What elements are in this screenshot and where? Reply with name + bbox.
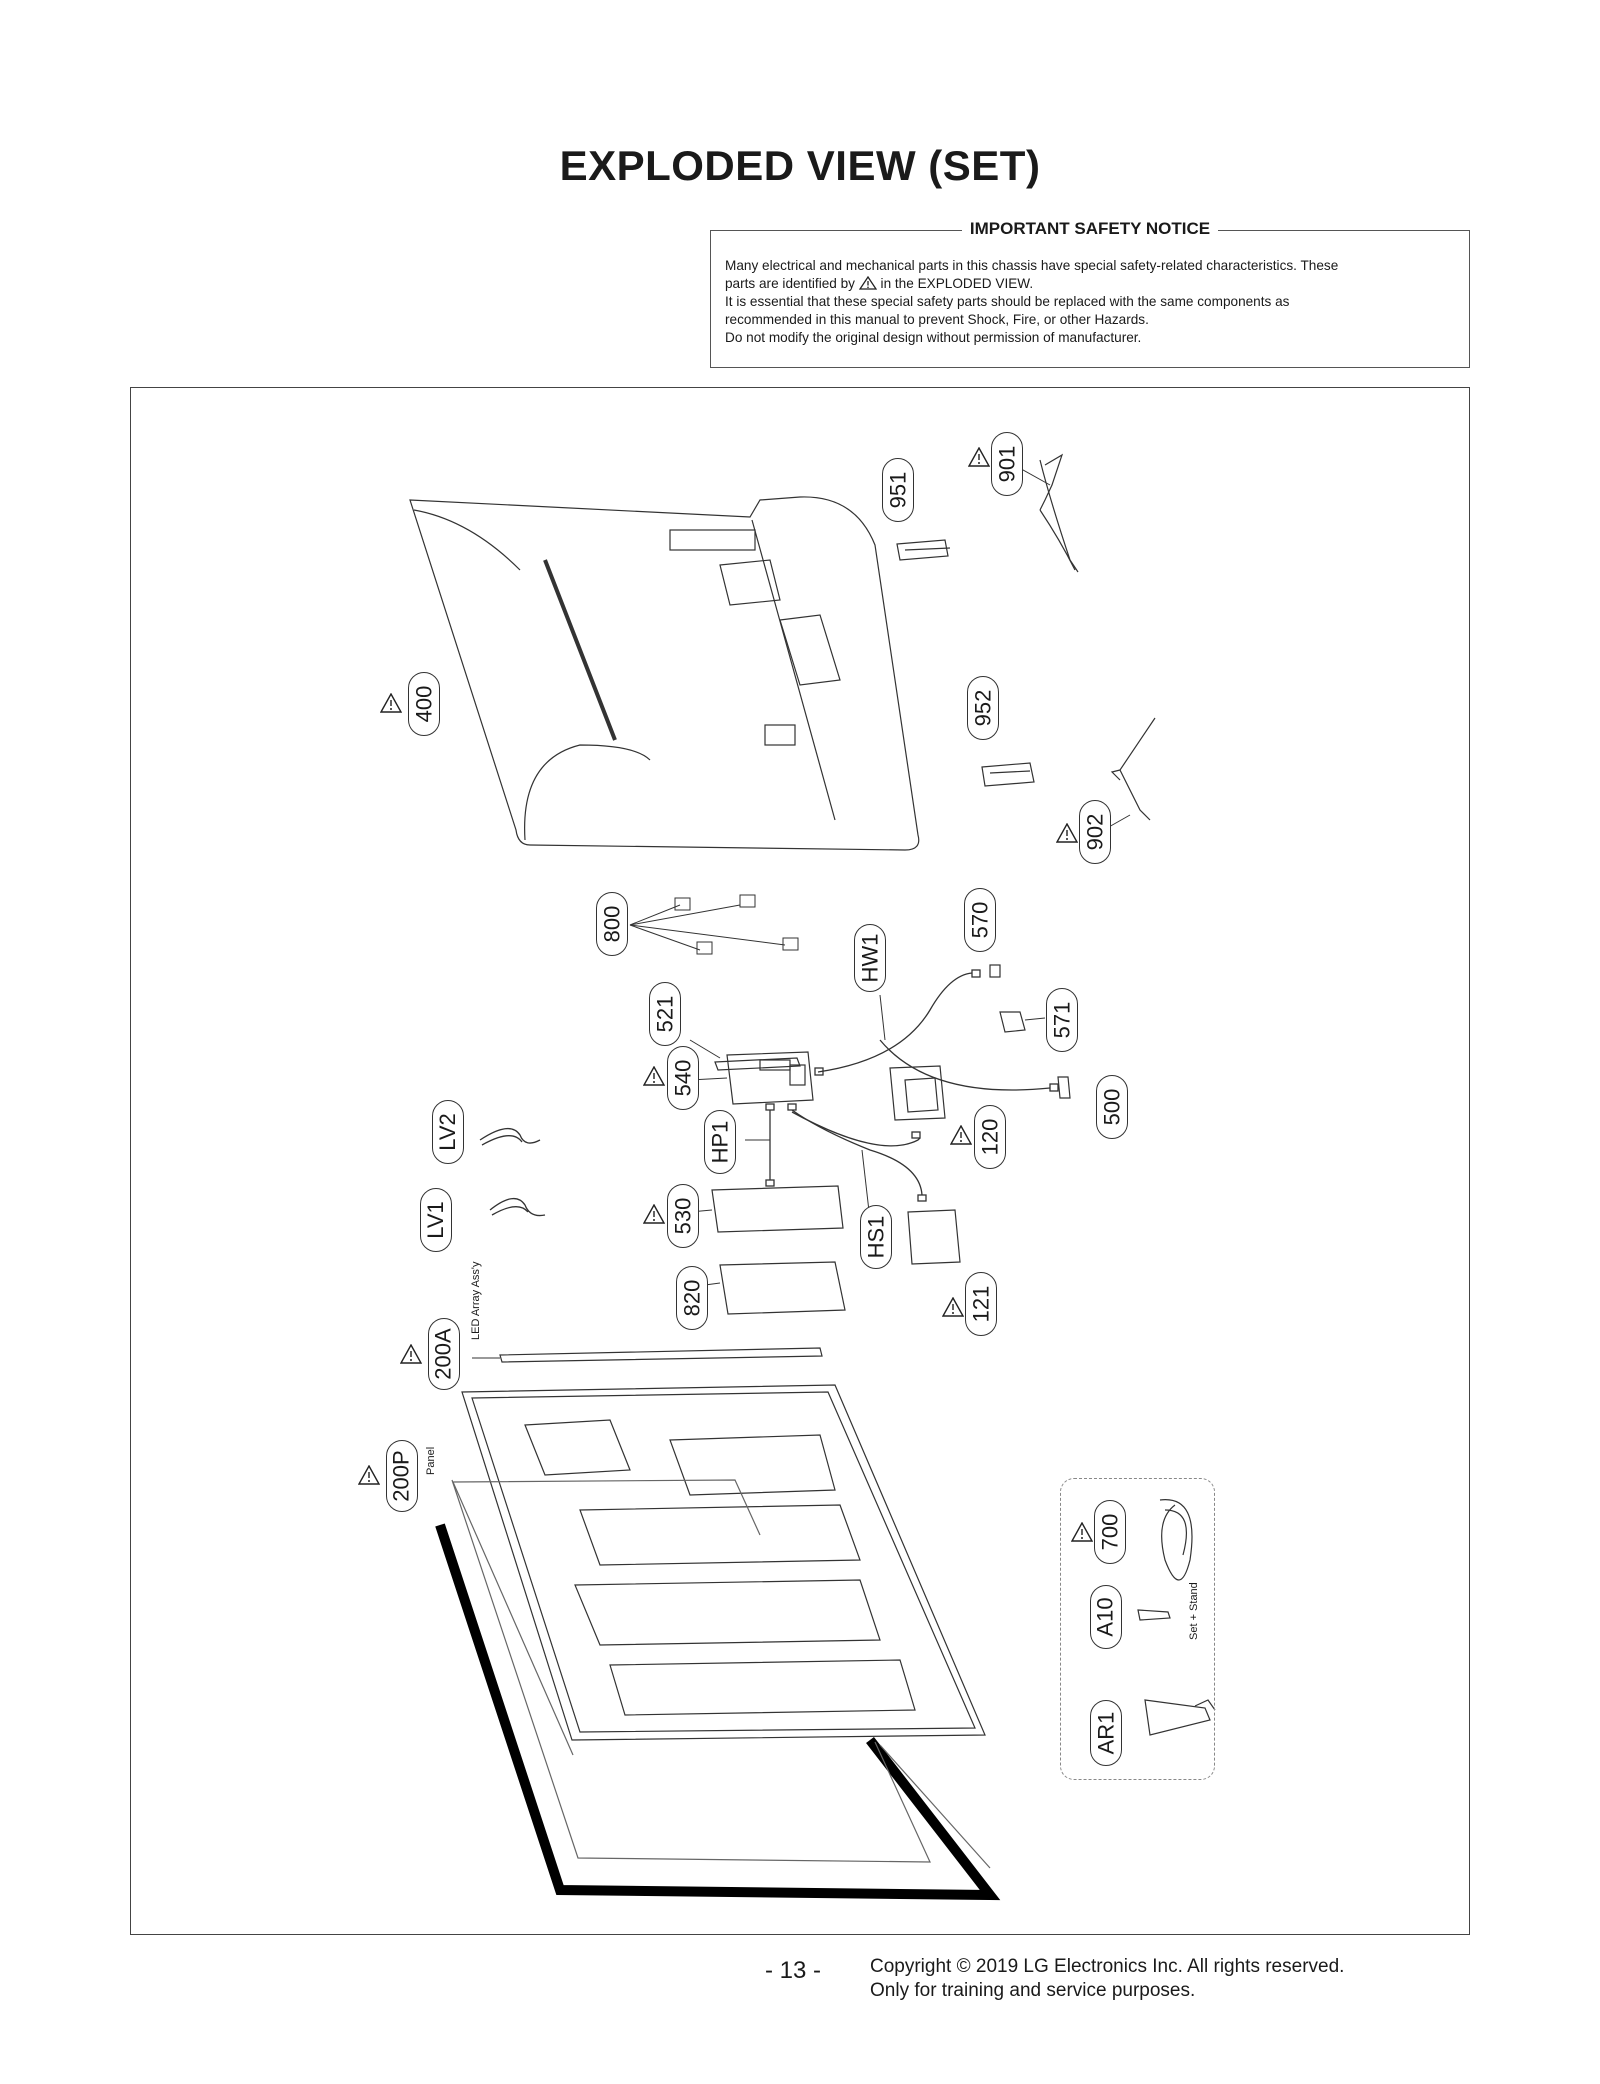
page-title: EXPLODED VIEW (SET) (559, 142, 1041, 189)
part-label-HS1: HS1 (860, 1205, 892, 1269)
set-stand-annotation: Set + Stand (1188, 1582, 1200, 1640)
part-label-820: 820 (676, 1266, 708, 1330)
speaker-120-drawing (889, 1065, 946, 1121)
part-label-AR1: AR1 (1090, 1700, 1122, 1766)
cables-HP1-HS1-drawing (745, 1103, 927, 1221)
cables-LV1-LV2-drawing (479, 1128, 546, 1217)
warning-triangle-icon (380, 693, 402, 713)
part-label-120: 120 (974, 1105, 1006, 1169)
notice-line-3: It is essential that these special safet… (725, 294, 1290, 309)
led-array-annotation: LED Array Ass'y (470, 1261, 482, 1340)
warning-triangle-icon (400, 1344, 422, 1364)
harness-HW1-drawing (814, 969, 1059, 1092)
warning-triangle-icon (358, 1465, 380, 1485)
part-label-121: 121 (965, 1272, 997, 1336)
speaker-121-drawing (907, 1209, 961, 1265)
warning-triangle-icon (1071, 1522, 1093, 1542)
part-571-drawing (999, 1011, 1046, 1033)
part-label-HP1: HP1 (704, 1110, 736, 1174)
warning-triangle-icon (643, 1204, 665, 1224)
part-label-521: 521 (649, 982, 681, 1046)
warning-triangle-icon (643, 1066, 665, 1086)
part-label-571: 571 (1046, 988, 1078, 1052)
part-label-901: 901 (991, 432, 1023, 496)
accessories-box (1060, 1478, 1215, 1780)
back-cover-drawing (409, 496, 920, 851)
part-label-HW1: HW1 (854, 924, 886, 992)
warning-triangle-icon (1056, 823, 1078, 843)
part-label-200A: 200A (428, 1318, 460, 1390)
part-570-drawing (989, 964, 1001, 978)
part-label-800: 800 (596, 892, 628, 956)
stand-901-drawing (1004, 453, 1079, 573)
warning-triangle-icon (968, 447, 990, 467)
panel-module-drawing (435, 1384, 1001, 1901)
copyright-notice: Copyright © 2019 LG Electronics Inc. All… (870, 1956, 1345, 2001)
page-number: - 13 - (765, 1957, 822, 1984)
accessories-drawing (1137, 1499, 1216, 1736)
notice-line-4: recommended in this manual to prevent Sh… (725, 312, 1149, 327)
stand-holder-952-drawing (981, 762, 1035, 787)
part-label-500: 500 (1096, 1075, 1128, 1139)
part-label-540: 540 (667, 1046, 699, 1110)
led-strip-200A-drawing (472, 1347, 823, 1363)
part-label-700: 700 (1094, 1500, 1126, 1564)
safety-notice-box: IMPORTANT SAFETY NOTICE Many electrical … (710, 219, 1470, 368)
part-label-530: 530 (667, 1184, 699, 1248)
part-label-200P: 200P (386, 1440, 418, 1512)
power-board-530-drawing (689, 1185, 844, 1233)
exploded-diagram-frame (130, 387, 1470, 1935)
notice-line-5: Do not modify the original design withou… (725, 330, 1142, 345)
panel-annotation: Panel (425, 1446, 437, 1475)
part-label-902: 902 (1079, 800, 1111, 864)
notice-line-1: Many electrical and mechanical parts in … (725, 258, 1339, 273)
warning-triangle-icon (950, 1125, 972, 1145)
part-label-LV1: LV1 (420, 1188, 452, 1252)
part-500-drawing (1057, 1076, 1071, 1099)
notice-line-2: parts are identified by in the EXPLODED … (725, 276, 1034, 291)
stand-holder-951-drawing (896, 539, 951, 561)
safety-notice-text: Many electrical and mechanical parts in … (725, 257, 1455, 347)
warning-triangle-icon (942, 1297, 964, 1317)
part-label-400: 400 (408, 672, 440, 736)
part-label-A10: A10 (1090, 1585, 1122, 1649)
warning-triangle-icon (858, 276, 877, 290)
brackets-800-drawing (629, 894, 799, 955)
bracket-521-drawing (689, 1039, 801, 1071)
safety-notice-title: IMPORTANT SAFETY NOTICE (961, 219, 1219, 238)
shield-820-drawing (704, 1261, 846, 1315)
part-label-LV2: LV2 (432, 1100, 464, 1164)
part-label-951: 951 (882, 458, 914, 522)
part-label-952: 952 (967, 676, 999, 740)
part-label-570: 570 (964, 888, 996, 952)
